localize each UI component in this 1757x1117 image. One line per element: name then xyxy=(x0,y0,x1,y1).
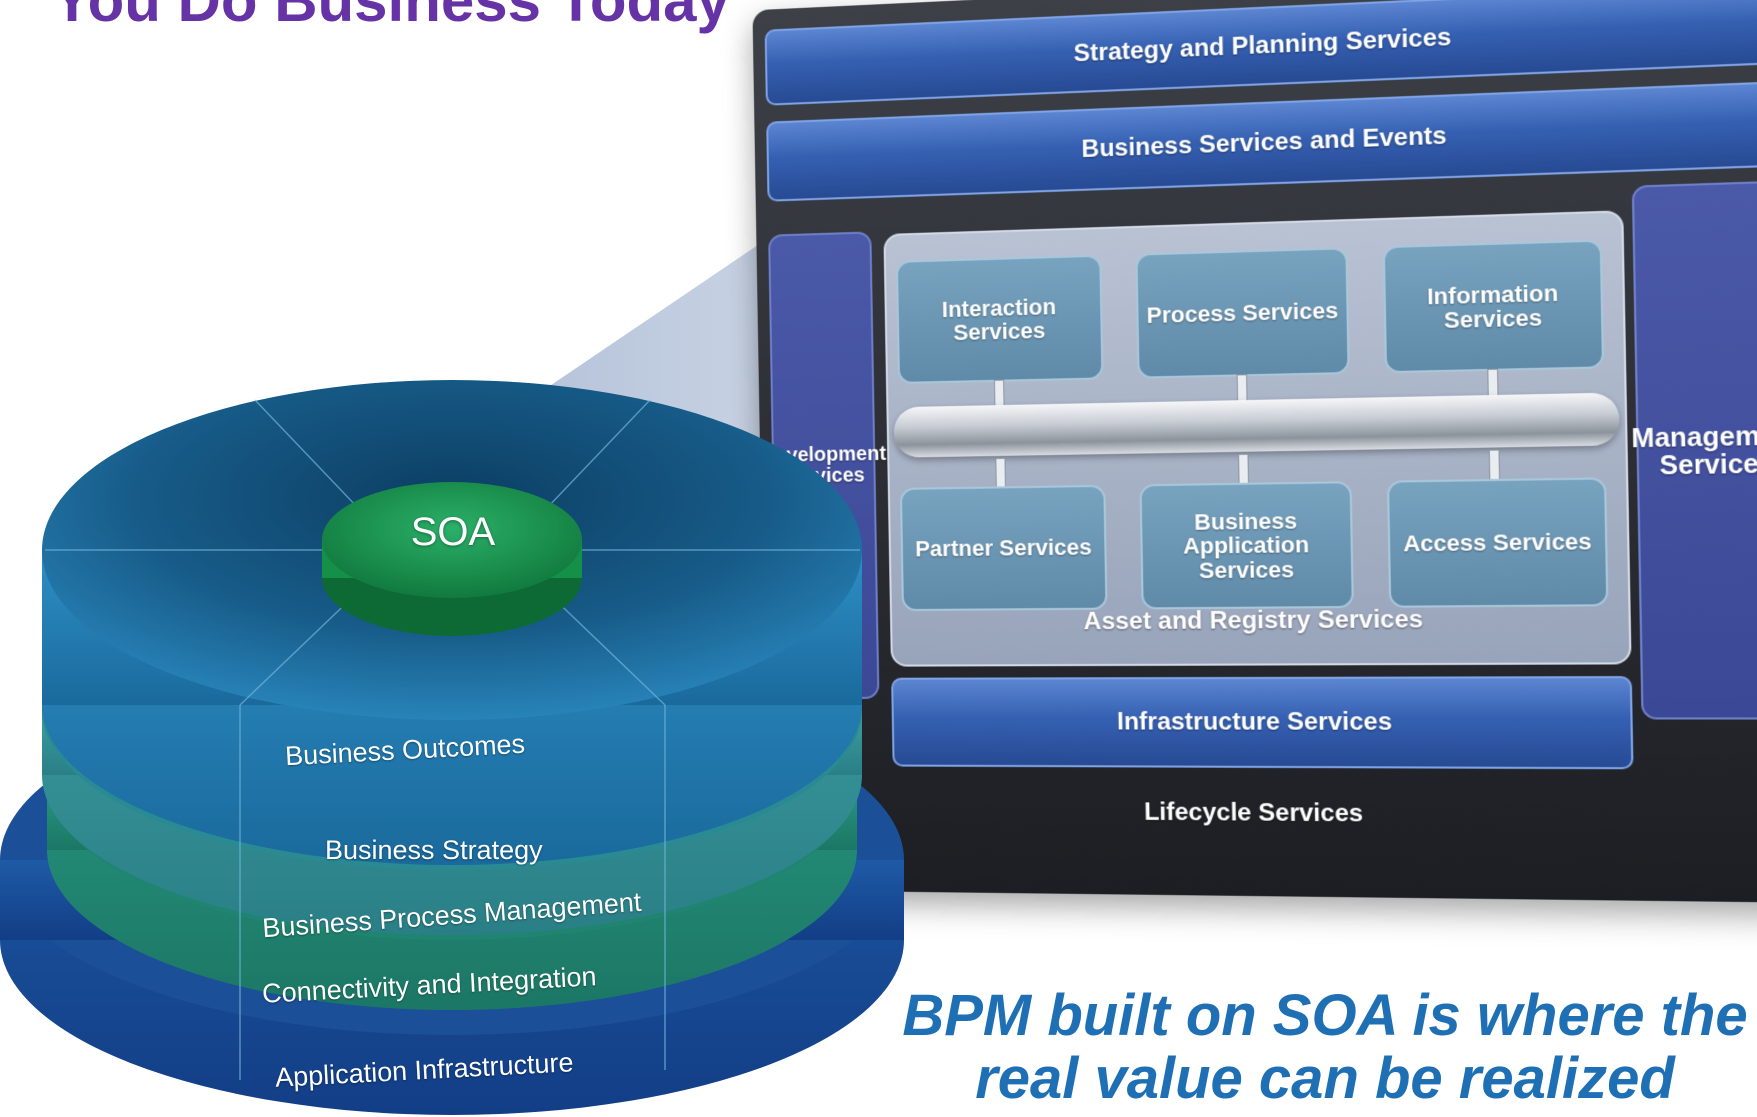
page-title: You Do Business Today xyxy=(52,0,730,34)
management-services-panel: Management Services xyxy=(1631,180,1757,720)
access-services-box: Access Services xyxy=(1386,477,1609,608)
core-services-panel: Interaction Services Process Services In… xyxy=(883,210,1632,667)
partner-services-box: Partner Services xyxy=(899,484,1108,612)
tagline-line-2: real value can be realized xyxy=(975,1045,1675,1111)
asset-registry-label: Asset and Registry Services xyxy=(1083,605,1424,636)
tagline: BPM built on SOA is where the real value… xyxy=(895,983,1755,1111)
business-application-services-box: Business Application Services xyxy=(1139,481,1354,610)
bus-connector xyxy=(995,457,1006,489)
lifecycle-services-label: Lifecycle Services xyxy=(1143,798,1364,828)
interaction-services-box: Interaction Services xyxy=(895,254,1104,384)
soa-layer-stack: SOA Business Outcomes Business Strategy … xyxy=(0,380,920,1117)
tagline-line-1: BPM built on SOA is where the xyxy=(902,983,1748,1048)
information-services-box: Information Services xyxy=(1382,239,1605,374)
process-services-box: Process Services xyxy=(1135,247,1350,379)
infrastructure-services-band: Infrastructure Services xyxy=(891,676,1634,770)
bus-connector xyxy=(1488,449,1501,482)
business-strategy-label: Business Strategy xyxy=(325,835,543,865)
bus-connector xyxy=(1238,453,1250,485)
soa-center-label: SOA xyxy=(410,510,496,554)
